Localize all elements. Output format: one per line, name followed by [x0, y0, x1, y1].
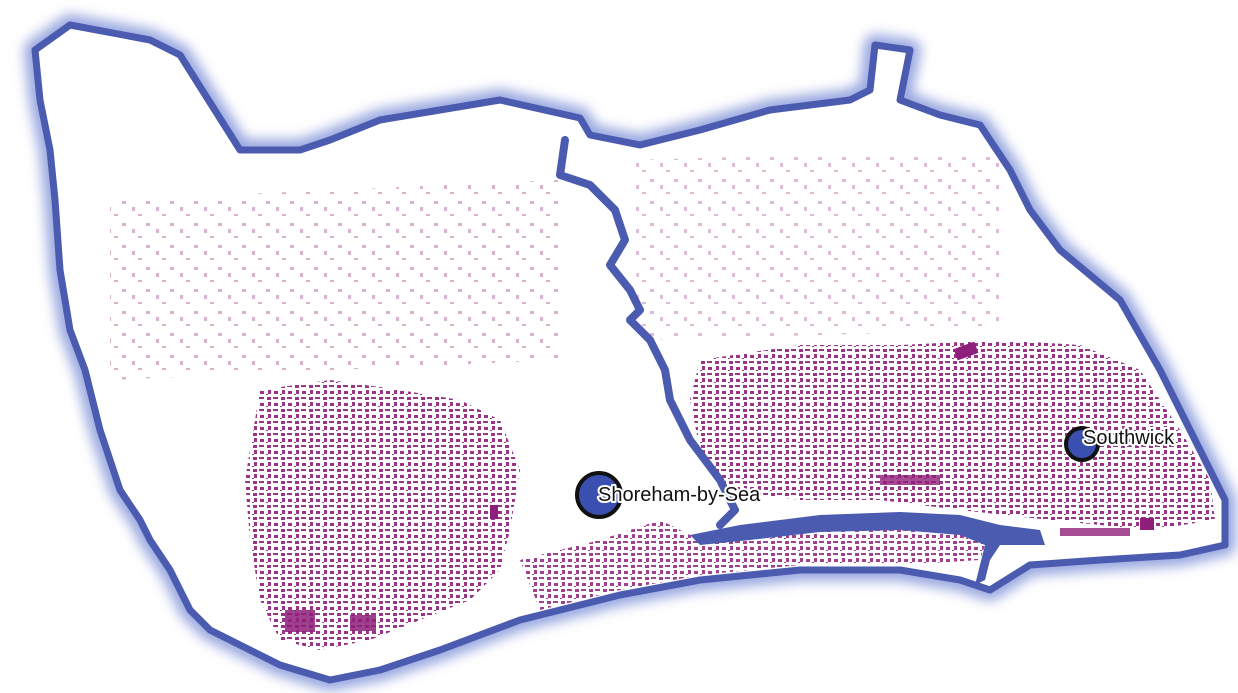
place-label-southwick: Southwick	[1083, 427, 1175, 449]
building-large-7	[1060, 528, 1130, 536]
building-large-3	[490, 505, 498, 519]
building-large-6	[880, 475, 940, 485]
buildings-west-urban	[245, 380, 520, 650]
buildings-scattered-north	[110, 180, 560, 380]
buildings-scattered-northeast	[630, 150, 1000, 340]
building-footprints	[110, 150, 1215, 650]
river-adur	[556, 136, 1045, 585]
building-large-1	[953, 341, 979, 361]
buildings-shoreham-coast	[520, 520, 990, 610]
marker-circle-shoreham	[575, 471, 623, 519]
buildings-east-urban	[690, 340, 1215, 530]
place-label-shoreham: Shoreham-by-Sea	[598, 484, 761, 506]
building-large-5	[350, 615, 376, 631]
place-marker-shoreham[interactable]: Shoreham-by-Sea	[575, 471, 763, 519]
building-large-4	[285, 610, 315, 632]
marker-circle-southwick	[1064, 426, 1100, 462]
place-marker-southwick[interactable]: Southwick	[1064, 425, 1177, 462]
building-large-2	[1140, 518, 1154, 530]
